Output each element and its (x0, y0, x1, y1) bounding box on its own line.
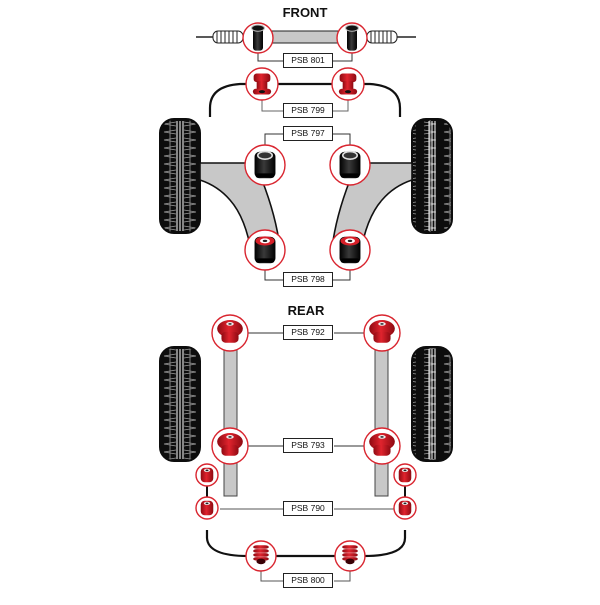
bush-psb790-upper-left[interactable] (195, 463, 219, 487)
bush-psb800-left[interactable] (245, 540, 277, 572)
connector-psb799 (261, 99, 349, 112)
bush-psb801-left[interactable] (242, 22, 274, 54)
rear-right-wheel (411, 346, 453, 462)
steering-boot-left (212, 30, 244, 44)
rear-anti-roll-bar (205, 530, 407, 558)
front-left-wheel (159, 118, 201, 234)
part-label-psb792[interactable]: PSB 792 (283, 325, 333, 340)
bushes (195, 22, 417, 572)
front-right-wheel (411, 118, 453, 234)
connector-psb800 (260, 571, 351, 582)
bush-psb801-right[interactable] (336, 22, 368, 54)
bush-psb793-right[interactable] (363, 427, 401, 465)
part-label-psb798[interactable]: PSB 798 (283, 272, 333, 287)
part-label-psb800[interactable]: PSB 800 (283, 573, 333, 588)
steering-rack (196, 30, 416, 44)
bush-psb793-left[interactable] (211, 427, 249, 465)
steering-boot-right (366, 30, 398, 44)
bush-psb790-left[interactable] (195, 496, 219, 520)
bush-psb790-right[interactable] (393, 496, 417, 520)
bush-psb797-left[interactable] (244, 144, 286, 186)
rear-left-trailing-arm (223, 349, 238, 497)
bush-psb799-right[interactable] (331, 67, 365, 101)
rear-right-trailing-arm (374, 349, 389, 497)
bush-psb797-right[interactable] (329, 144, 371, 186)
connector-psb801 (257, 52, 353, 62)
rear-left-wheel (159, 346, 201, 462)
bush-psb792-left[interactable] (211, 314, 249, 352)
rear-heading: REAR (287, 303, 325, 318)
front-heading: FRONT (282, 5, 328, 20)
part-label-psb790[interactable]: PSB 790 (283, 501, 333, 516)
connector-psb797 (264, 133, 351, 149)
part-label-psb793[interactable]: PSB 793 (283, 438, 333, 453)
front-anti-roll-bar (208, 82, 402, 117)
bush-psb800-right[interactable] (334, 540, 366, 572)
part-label-psb801[interactable]: PSB 801 (283, 53, 333, 68)
bush-psb798-right[interactable] (329, 229, 371, 271)
bush-psb799-left[interactable] (245, 67, 279, 101)
bush-psb790-upper-right[interactable] (393, 463, 417, 487)
part-label-psb799[interactable]: PSB 799 (283, 103, 333, 118)
bush-psb792-right[interactable] (363, 314, 401, 352)
bush-psb798-left[interactable] (244, 229, 286, 271)
part-label-psb797[interactable]: PSB 797 (283, 126, 333, 141)
